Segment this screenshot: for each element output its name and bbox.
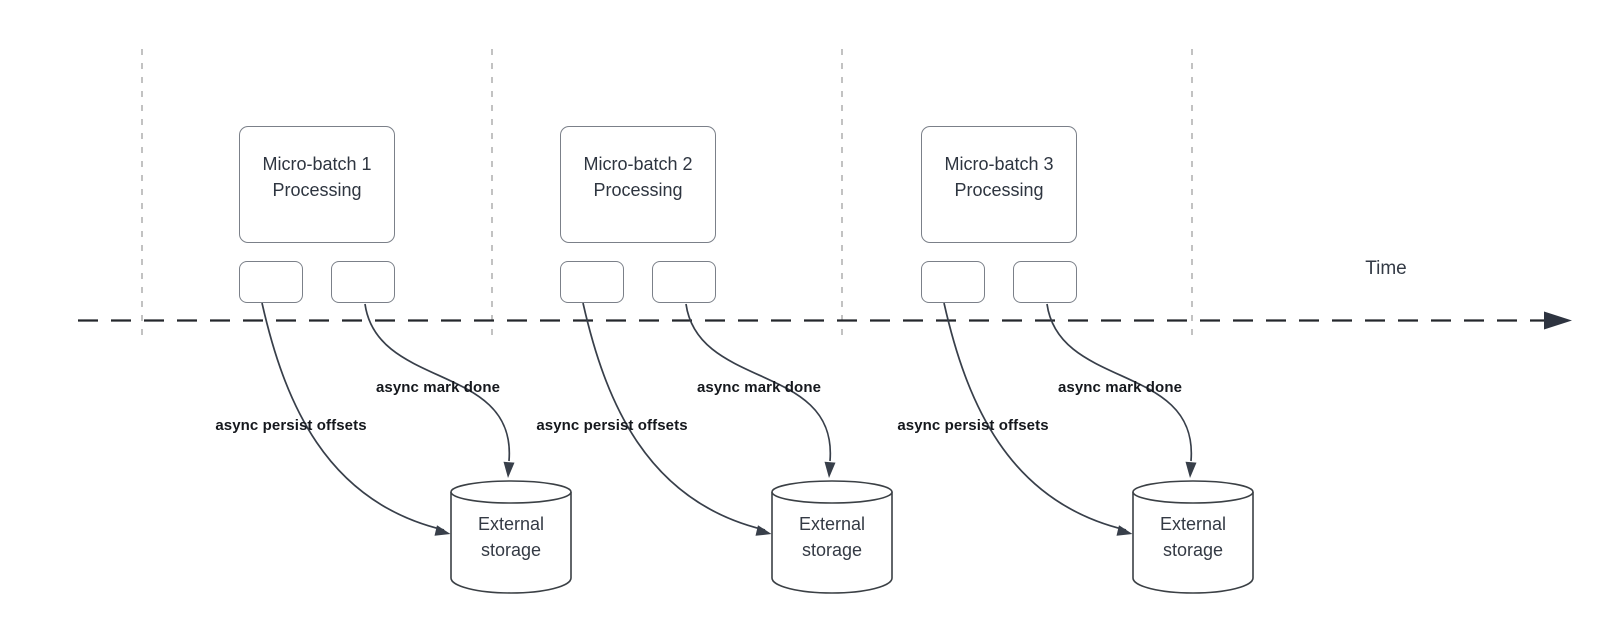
batch-3-mark-done-label: async mark done [1057,379,1183,396]
batch-3-connectors [943,302,1254,594]
micro-batch-1-processing-box: Micro-batch 1 Processing [239,126,395,243]
persist-offsets-arrowhead-icon [755,525,772,536]
persist-offsets-arrow [261,302,445,531]
micro-batch-1-label: Micro-batch 1 Processing [262,153,372,200]
time-axis-label: Time [1365,258,1407,279]
micro-batch-3-label: Micro-batch 3 Processing [944,153,1054,200]
batch-1-persist-offsets-label: async persist offsets [215,417,367,434]
micro-batch-2-label: Micro-batch 2 Processing [583,153,693,200]
batch-2-external-storage-label: External storage [798,514,866,560]
storage-cylinder-top [1132,480,1254,504]
persist-offsets-arrowhead-icon [434,525,451,536]
mark-done-arrowhead-icon [503,461,515,478]
batch-2-connectors [582,302,893,594]
storage-cylinder-top [450,480,572,504]
batch-1-connectors [261,302,572,594]
batch-2-done-task-box [652,261,716,303]
storage-cylinder-top [771,480,893,504]
mark-done-arrowhead-icon [1185,461,1197,478]
mark-done-arrow [685,303,831,462]
batch-1-mark-done-label: async mark done [375,379,501,396]
batch-1-persist-task-box [239,261,303,303]
batch-1-done-task-box [331,261,395,303]
batch-3-external-storage-label: External storage [1159,514,1227,560]
mark-done-arrow [1046,303,1192,462]
micro-batch-3-processing-box: Micro-batch 3 Processing [921,126,1077,243]
batch-1-external-storage-label: External storage [477,514,545,560]
time-axis-arrowhead-icon [1544,311,1572,330]
batch-2-persist-offsets-label: async persist offsets [536,417,688,434]
persist-offsets-arrowhead-icon [1116,525,1133,536]
batch-2-mark-done-label: async mark done [696,379,822,396]
persist-offsets-arrow [943,302,1127,531]
mark-done-arrowhead-icon [824,461,836,478]
batch-3-done-task-box [1013,261,1077,303]
mark-done-arrow [364,303,510,462]
persist-offsets-arrow [582,302,766,531]
storage-cylinder-body [771,492,893,594]
batch-2-persist-task-box [560,261,624,303]
batch-3-persist-offsets-label: async persist offsets [897,417,1049,434]
storage-cylinder-body [1132,492,1254,594]
storage-cylinder-body [450,492,572,594]
micro-batch-2-processing-box: Micro-batch 2 Processing [560,126,716,243]
batch-3-persist-task-box [921,261,985,303]
